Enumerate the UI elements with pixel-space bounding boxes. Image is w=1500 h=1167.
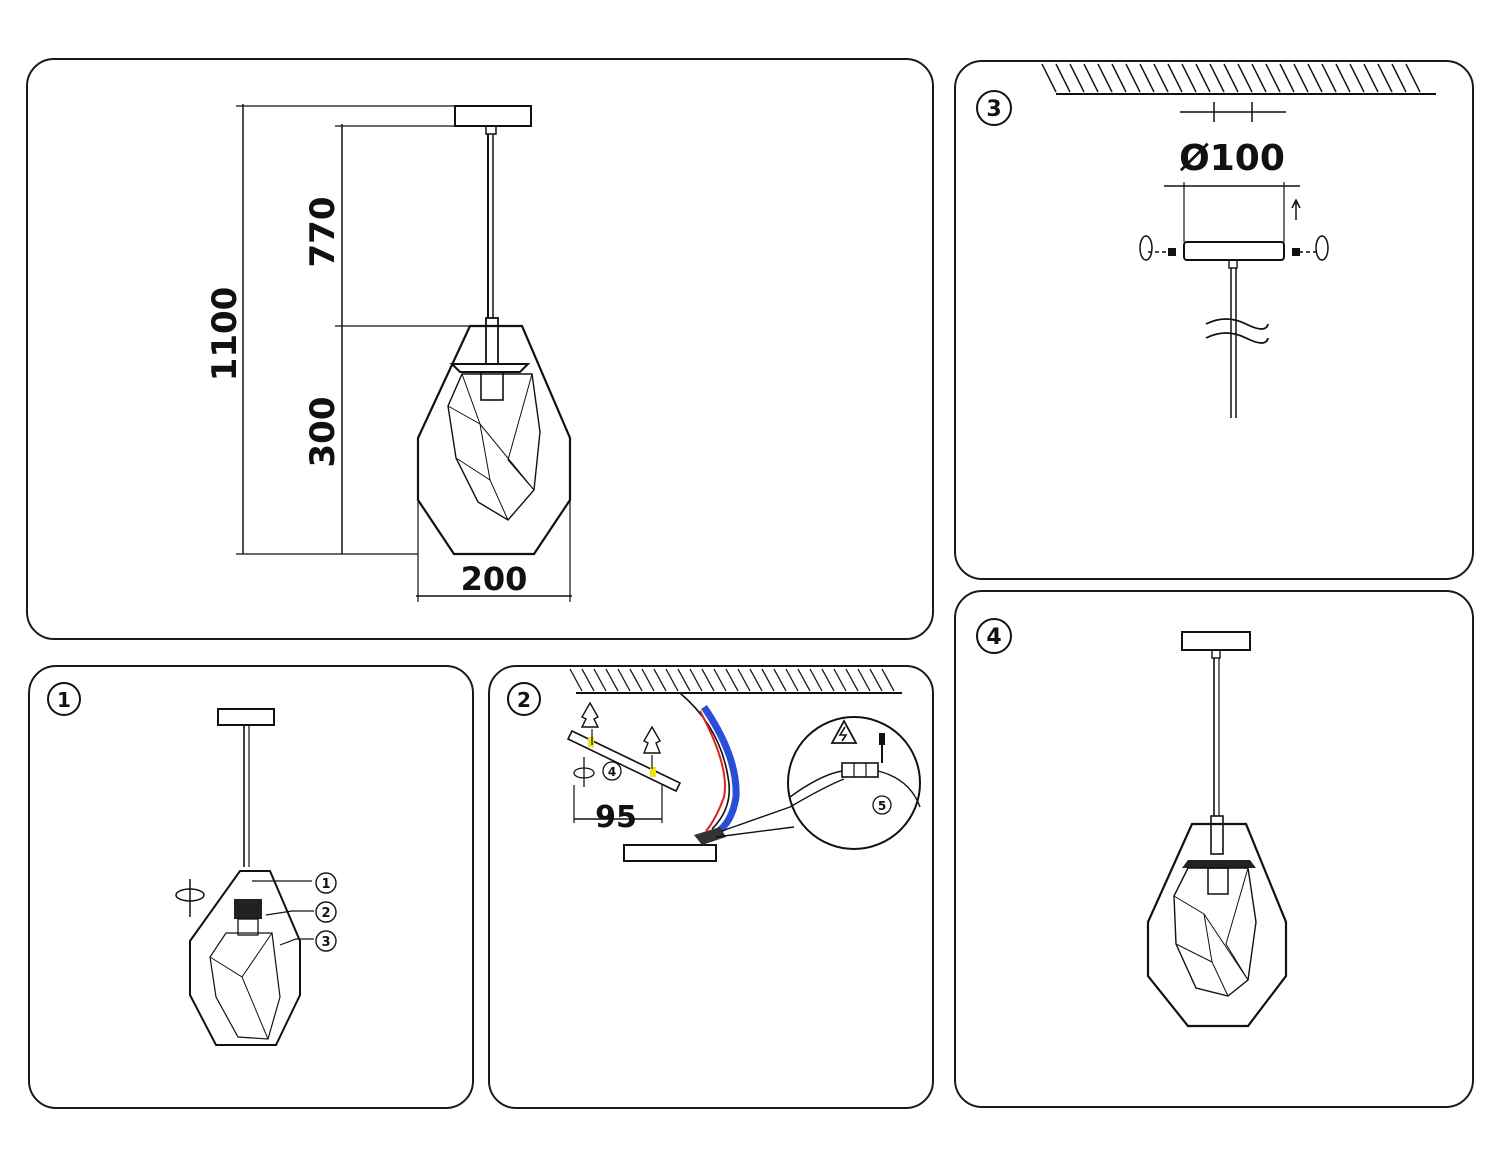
ceiling-hatch	[569, 668, 895, 692]
step-1-panel: 1 1 2 3	[28, 665, 474, 1109]
canopy	[1183, 241, 1285, 261]
callout-1: 1	[321, 877, 330, 892]
terminal-block	[841, 762, 879, 778]
canopy	[217, 708, 275, 726]
step-1-drawing: 1 1 2 3	[47, 682, 337, 1046]
dimension-drawing: 1100 770 300 200	[205, 104, 572, 602]
glass-shade	[189, 870, 301, 1046]
high-voltage-warning-icon	[830, 719, 858, 744]
step-badge	[976, 618, 1012, 654]
canopy-diameter-label: Ø100	[1179, 138, 1285, 179]
dim-total-height: 1100	[205, 287, 245, 382]
step-badge	[507, 682, 541, 716]
dim-shade-width: 200	[461, 560, 528, 598]
callout-3: 3	[321, 935, 330, 950]
dim-shade-height: 300	[303, 397, 343, 468]
canopy	[623, 844, 717, 862]
glass-shade	[416, 324, 572, 556]
step-number: 4	[986, 625, 1001, 650]
step-2-drawing: 2 4 95	[507, 668, 921, 862]
detail-magnifier	[787, 716, 921, 850]
mounting-bar	[566, 729, 682, 793]
glass-shade	[1146, 822, 1288, 1028]
inner-crystal	[1173, 867, 1257, 997]
canopy	[454, 105, 532, 127]
hole-highlight	[588, 737, 594, 747]
hole-spacing-label: 95	[595, 800, 637, 835]
step-number: 2	[517, 688, 531, 712]
step-number: 1	[57, 688, 71, 712]
step-4-drawing: 4	[976, 618, 1288, 1028]
step-badge	[976, 90, 1012, 126]
dim-cord-length: 770	[303, 197, 343, 268]
step-4-panel: 4	[954, 590, 1474, 1108]
red-wire	[699, 710, 726, 832]
ceiling-hatch	[1041, 63, 1421, 93]
canopy	[1181, 631, 1251, 651]
step-3-panel: Ø100 3	[954, 60, 1474, 580]
blue-wire	[701, 705, 740, 836]
screw-ref-callout: 4	[608, 765, 616, 779]
step-badge	[47, 682, 81, 716]
terminal-ref-callout: 5	[878, 799, 886, 813]
callout-2: 2	[321, 906, 330, 921]
step-number: 3	[986, 97, 1001, 122]
step-2-panel: 2 4 95	[488, 665, 934, 1109]
wall-anchor	[580, 701, 600, 728]
step-3-drawing: Ø100 3	[976, 63, 1436, 418]
dimension-panel: 1100 770 300 200	[26, 58, 934, 640]
